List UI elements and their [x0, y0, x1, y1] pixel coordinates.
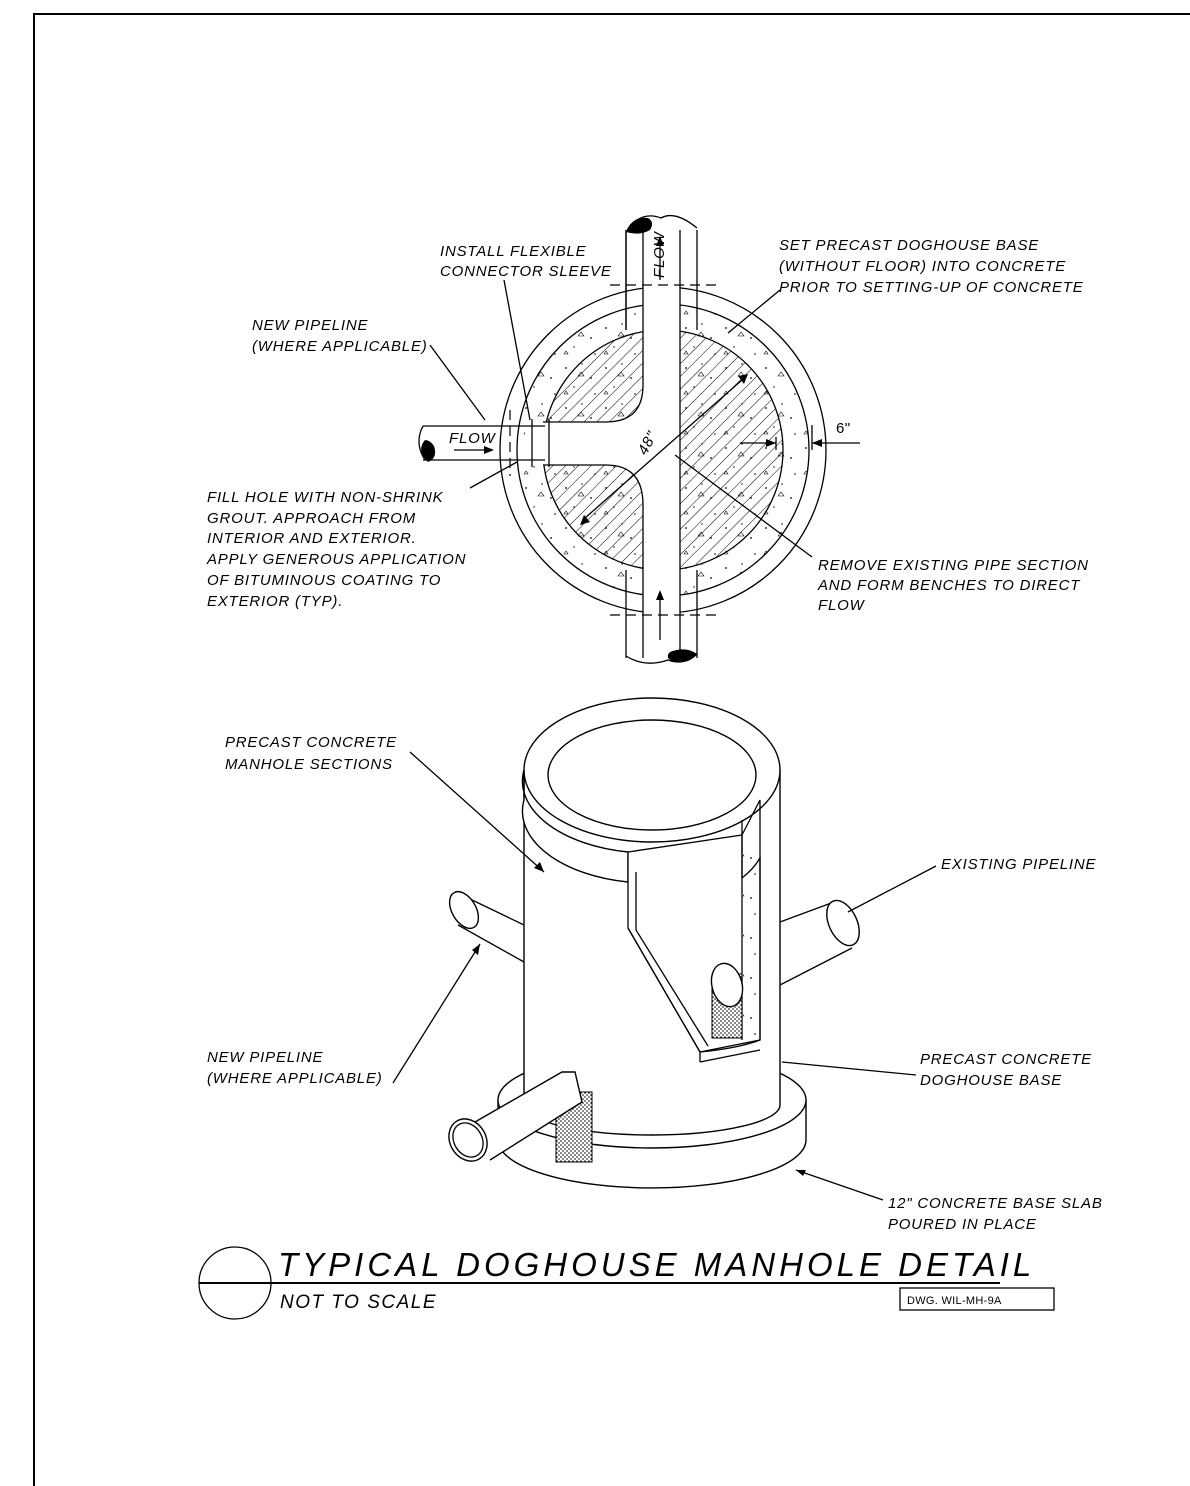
flexible-sleeve-note: INSTALL FLEXIBLE CONNECTOR SLEEVE: [440, 243, 612, 280]
existing-pipeline-note: EXISTING PIPELINE: [941, 856, 1097, 873]
drawing-number-box: [899, 1287, 1055, 1311]
new-pipe-upper: [457, 898, 525, 963]
pipe-break-left: [421, 440, 436, 462]
title-block: TYPICAL DOGHOUSE MANHOLE DETAIL NOT TO S…: [198, 1246, 1055, 1320]
pipe-break-top: [626, 217, 653, 234]
fill-hole-note: FILL HOLE WITH NON-SHRINK GROUT. APPROAC…: [206, 489, 471, 610]
new-pipe-lower: [474, 1071, 583, 1161]
new-pipeline-note-iso: NEW PIPELINE (WHERE APPLICABLE): [207, 1049, 383, 1087]
existing-pipe: [779, 901, 853, 986]
drawing-number: DWG. WIL-MH-9A: [907, 1295, 1002, 1307]
plan-view: FLOW FLOW 48" 6" INSTALL FLEXIBLE CONNEC…: [206, 214, 1094, 664]
wall-thickness-label: 6": [836, 420, 851, 437]
sheet-border: [33, 13, 1190, 1486]
precast-base-note: SET PRECAST DOGHOUSE BASE (WITHOUT FLOOR…: [779, 237, 1084, 296]
doghouse-base-note: PRECAST CONCRETE DOGHOUSE BASE: [920, 1051, 1097, 1089]
manhole-rim-inner: [547, 719, 757, 831]
isometric-view: PRECAST CONCRETE MANHOLE SECTIONS EXISTI…: [207, 697, 1108, 1233]
pipe-break-bottom: [667, 649, 697, 663]
drawing-title: TYPICAL DOGHOUSE MANHOLE DETAIL: [278, 1246, 1035, 1283]
scale-note: NOT TO SCALE: [280, 1292, 437, 1313]
flow-channel: [525, 260, 680, 650]
base-slab-note: 12" CONCRETE BASE SLAB POURED IN PLACE: [888, 1195, 1108, 1233]
flow-label-left: FLOW: [449, 430, 497, 447]
precast-sections-note: PRECAST CONCRETE MANHOLE SECTIONS: [225, 734, 402, 773]
new-pipeline-note-plan: NEW PIPELINE (WHERE APPLICABLE): [252, 317, 428, 355]
flow-label-top: FLOW: [651, 230, 668, 278]
remove-pipe-note: REMOVE EXISTING PIPE SECTION AND FORM BE…: [817, 557, 1094, 614]
